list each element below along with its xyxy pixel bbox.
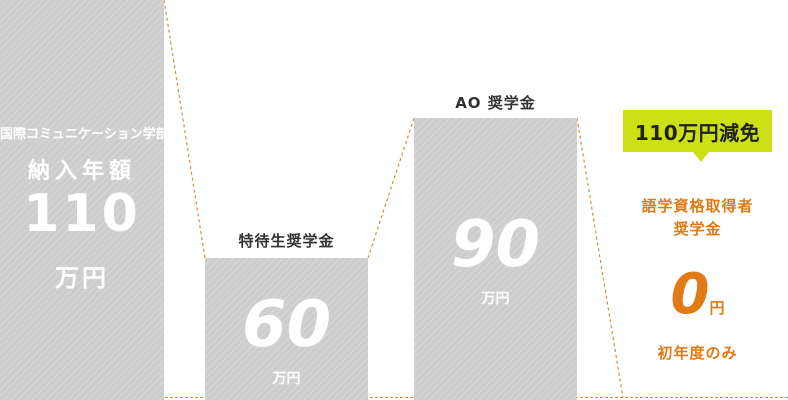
result-value: 0円 [623,262,772,327]
connector-line-1 [367,117,415,259]
bar-tuition-unit: 万円 [55,264,109,292]
bar-special-scholarship-value: 60 [241,288,332,362]
baseline [0,397,788,398]
result-note: 初年度のみ [657,344,738,362]
reduction-badge: 110万円減免 [623,110,772,152]
bar-special-scholarship: 60 万円 [205,258,368,400]
reduction-badge-pointer [693,152,709,162]
bar-ao-scholarship-unit: 万円 [481,291,510,307]
bar-ao-scholarship: 90 万円 [414,118,577,400]
bar-ao-scholarship-label: AO 奨学金 [455,94,536,112]
connector-line-2 [576,117,624,399]
result-line1: 語学資格取得者 [641,197,754,215]
bar-tuition-annual-label: 納入年額 [27,159,136,184]
result-line2: 奨学金 [673,220,722,238]
result-value-unit: 円 [709,299,725,317]
bar-tuition-faculty-label: 国際コミュニケーション学部 [0,127,169,142]
bar-tuition: 国際コミュニケーション学部 納入年額 110 万円 [0,0,169,400]
result-value-number: 0 [670,262,710,327]
bar-special-scholarship-unit: 万円 [272,371,301,387]
connector-line-0 [163,0,206,259]
bar-special-scholarship-label: 特待生奨学金 [238,232,335,250]
bar-tuition-value: 110 [23,184,141,244]
bar-ao-scholarship-value: 90 [450,208,541,282]
